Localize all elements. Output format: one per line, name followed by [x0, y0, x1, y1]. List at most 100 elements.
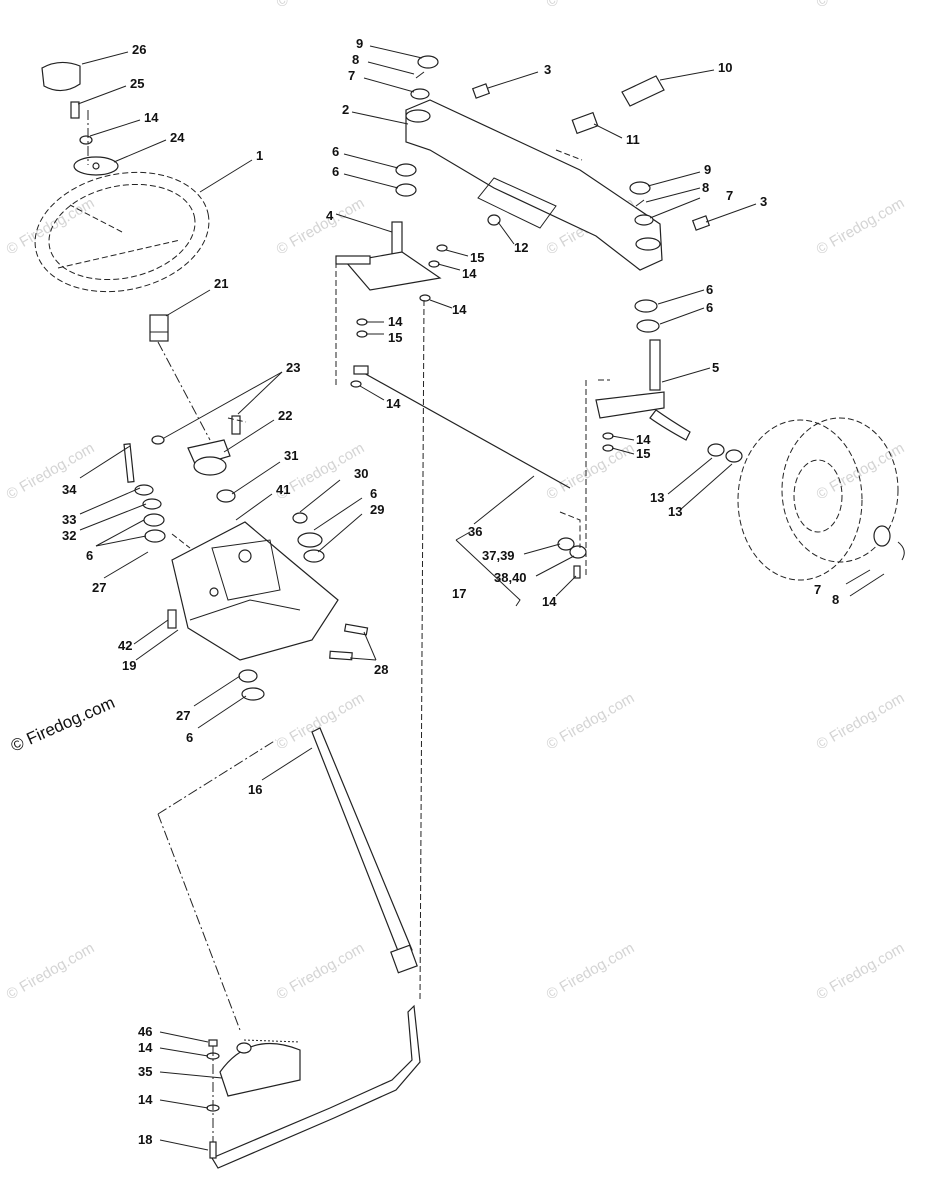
watermark: © Firedog.com — [814, 439, 908, 503]
watermark: © Firedog.com — [274, 0, 368, 11]
pin — [415, 71, 425, 79]
bolt — [329, 650, 353, 661]
washer — [142, 498, 162, 510]
callout-15: 15 — [388, 330, 402, 345]
leader — [845, 569, 871, 585]
callout-29: 29 — [370, 502, 384, 517]
callout-15: 15 — [470, 250, 484, 265]
leader — [317, 513, 363, 553]
bolt — [343, 623, 369, 636]
axle-boss — [405, 109, 431, 123]
callout-6: 6 — [86, 548, 93, 563]
callout-13: 13 — [668, 504, 682, 519]
construction-lines — [171, 149, 885, 1001]
callout-27: 27 — [176, 708, 190, 723]
grease-fitting — [691, 215, 711, 231]
callout-9: 9 — [356, 36, 363, 51]
callout-15: 15 — [636, 446, 650, 461]
tie-rod-end — [353, 365, 369, 375]
ball-joint — [557, 537, 575, 551]
leader — [113, 139, 167, 163]
callout-35: 35 — [138, 1064, 152, 1079]
callout-14: 14 — [138, 1040, 153, 1055]
centerline — [157, 739, 277, 815]
steering-adapter — [149, 314, 169, 342]
leader — [79, 487, 141, 515]
leader — [487, 71, 539, 89]
callout-41: 41 — [276, 482, 290, 497]
leader — [649, 197, 701, 219]
callout-7: 7 — [726, 188, 733, 203]
leader — [165, 289, 211, 317]
leader — [335, 213, 393, 233]
nut — [356, 330, 368, 338]
steering-wheel — [34, 171, 210, 293]
ball-joint — [569, 545, 587, 559]
spindle-arm — [595, 391, 665, 419]
leader — [79, 503, 147, 531]
nut — [436, 244, 448, 252]
leader — [159, 1099, 209, 1109]
leader — [81, 51, 129, 65]
front-wheel — [737, 419, 863, 581]
tie-rod — [353, 365, 587, 579]
leader — [523, 543, 561, 555]
bearing — [395, 163, 417, 177]
steering-wheel-assembly — [34, 61, 211, 441]
callout-22: 22 — [278, 408, 292, 423]
lock-nut — [79, 135, 93, 145]
leader — [159, 1139, 209, 1151]
leader — [223, 419, 275, 453]
leader — [611, 435, 635, 441]
washer — [725, 449, 743, 463]
bracket-line — [455, 539, 521, 607]
callout-8: 8 — [352, 52, 359, 67]
callout-26: 26 — [132, 42, 146, 57]
axle-boss — [635, 237, 661, 251]
leader — [367, 61, 415, 75]
spacer — [571, 111, 599, 135]
leader — [135, 629, 179, 661]
leader — [235, 493, 273, 521]
callout-14: 14 — [386, 396, 401, 411]
bracket-hole — [209, 587, 219, 597]
callouts: 26 25 14 24 1 21 23 22 31 30 41 6 29 34 … — [62, 36, 839, 1147]
leader — [193, 675, 241, 707]
leader — [299, 479, 341, 513]
leader — [645, 187, 701, 203]
leader — [705, 203, 757, 223]
nut — [602, 444, 614, 452]
leader — [535, 555, 575, 577]
leader — [95, 535, 147, 547]
dash-line — [227, 417, 247, 423]
gear-hub — [236, 1042, 252, 1054]
cap — [629, 181, 651, 195]
bolt — [123, 443, 135, 483]
pivot-bolt — [621, 75, 665, 107]
watermark: © Firedog.com — [544, 0, 638, 11]
watermark: © Firedog.com — [814, 0, 908, 11]
shaft — [311, 727, 413, 957]
washer — [419, 294, 431, 302]
leader — [343, 153, 399, 169]
bolt — [573, 565, 581, 579]
callout-14: 14 — [144, 110, 159, 125]
shaft-pinion — [390, 944, 418, 974]
callout-12: 12 — [514, 240, 528, 255]
callout-14: 14 — [388, 314, 403, 329]
washer-hole — [92, 162, 100, 170]
callout-14: 14 — [542, 594, 557, 609]
bracket-hole — [238, 549, 252, 563]
washer — [241, 687, 265, 701]
callout-11: 11 — [626, 132, 640, 147]
leader — [647, 171, 701, 187]
bearing — [636, 319, 660, 333]
leader — [79, 445, 131, 479]
callout-27: 27 — [92, 580, 106, 595]
leader — [363, 631, 377, 661]
leader — [445, 249, 469, 257]
steering-cap — [41, 61, 81, 92]
sector-gear-assembly — [206, 1004, 421, 1169]
washer — [602, 432, 614, 440]
